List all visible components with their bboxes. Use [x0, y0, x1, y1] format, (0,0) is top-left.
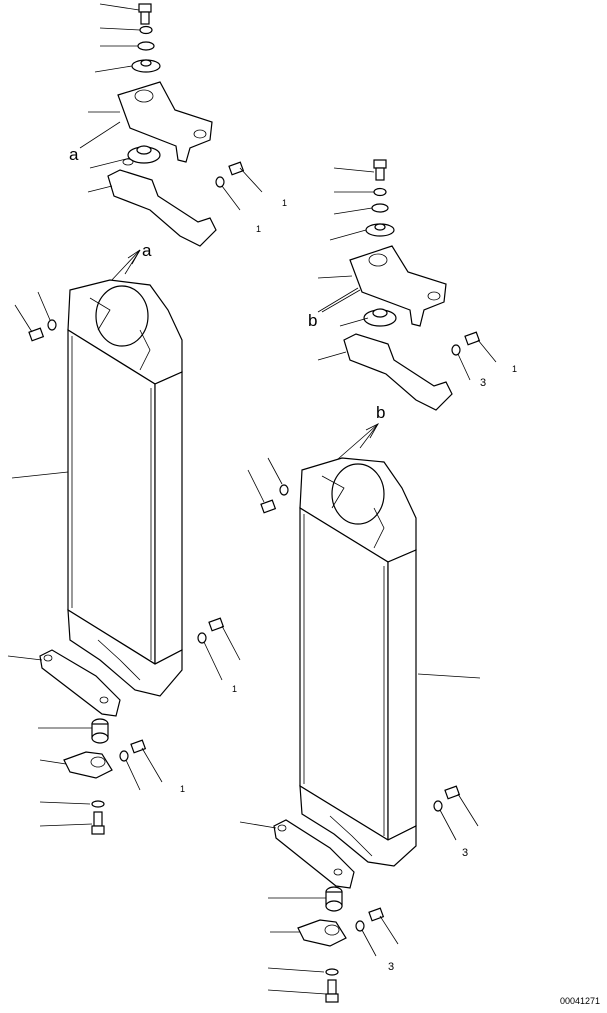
- clamp-part: [297, 919, 347, 947]
- right-cooler-core-part: [299, 457, 417, 867]
- callout-label: a: [69, 145, 79, 164]
- left-top-mount-group: [79, 3, 263, 247]
- clamp-part: [63, 751, 113, 779]
- left-bottom-mount-group: [7, 617, 241, 835]
- drawing-number: 00041271: [560, 996, 600, 1006]
- bolt-part: [215, 161, 245, 188]
- right-top-mount-group: [317, 159, 497, 411]
- bolt-part: [373, 159, 387, 181]
- bolt-part: [451, 331, 481, 356]
- rubber-mount-part: [365, 223, 395, 237]
- bolt-part: [119, 617, 225, 762]
- right-bottom-mount-group: [239, 785, 479, 1003]
- washer-part: [325, 968, 339, 976]
- washer-part: [373, 187, 387, 197]
- bolt-part: [91, 811, 105, 835]
- bolt-part: [325, 979, 339, 1003]
- bushing-part: [325, 886, 343, 912]
- rubber-mount-part: [131, 59, 161, 73]
- bolt-part: [28, 319, 57, 342]
- washer-part: [139, 25, 153, 35]
- stray-mark: 1: [282, 198, 287, 208]
- stray-mark: 1: [232, 684, 237, 694]
- cradle-bracket-part: [343, 333, 453, 411]
- stray-mark: 1: [180, 784, 185, 794]
- washer-part: [137, 41, 155, 51]
- washer-part: [371, 203, 389, 213]
- stray-mark: 1: [256, 224, 261, 234]
- washer-part: [91, 800, 105, 808]
- bushing-part: [91, 718, 109, 744]
- callout-label: b: [376, 403, 385, 422]
- upper-bracket-part: [349, 245, 447, 327]
- callout-label: b: [308, 311, 317, 330]
- stray-mark: 3: [480, 377, 486, 389]
- bolt-part: [355, 785, 461, 932]
- stray-mark: 3: [462, 847, 468, 859]
- bolt-part: [138, 3, 152, 25]
- rubber-mount-part: [363, 308, 397, 327]
- stray-mark: 3: [388, 961, 394, 973]
- left-cooler-core-part: [67, 279, 183, 697]
- rubber-mount-part: [127, 145, 161, 164]
- stray-mark: 1: [512, 364, 517, 374]
- cradle-bracket-part: [107, 169, 217, 247]
- bolt-part: [260, 484, 289, 514]
- callout-label: a: [142, 241, 152, 260]
